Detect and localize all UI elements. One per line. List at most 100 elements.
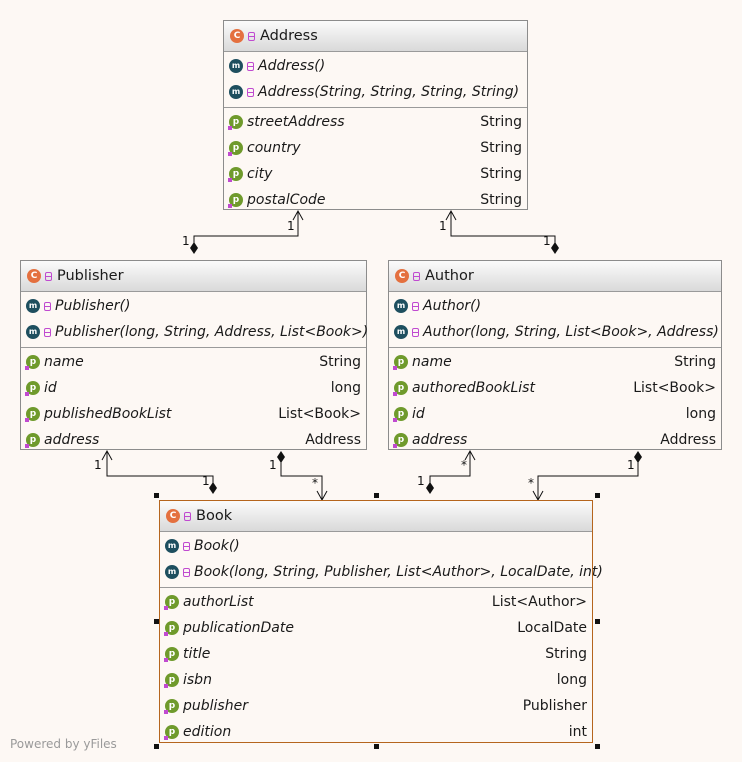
visibility-icon <box>247 87 254 97</box>
edge-book-publisher <box>106 452 214 493</box>
multiplicity-label: * <box>312 476 318 490</box>
multiplicity-label: * <box>461 458 467 472</box>
property-icon: p <box>164 595 179 610</box>
visibility-icon <box>44 301 51 311</box>
property-icon: p <box>164 647 179 662</box>
resize-handle-se[interactable] <box>595 744 600 749</box>
edge-publisher-book <box>280 458 323 499</box>
resize-handle-w[interactable] <box>154 619 159 624</box>
method-signature: Publisher(long, String, Address, List<Bo… <box>55 324 369 340</box>
property-icon: p <box>25 381 40 396</box>
field-type: long <box>330 380 361 396</box>
field-type: Address <box>660 432 716 448</box>
property-icon: p <box>393 407 408 422</box>
visibility-icon <box>247 61 254 71</box>
multiplicity-label: 1 <box>94 458 102 472</box>
resize-handle-nw[interactable] <box>154 493 159 498</box>
property-icon: p <box>164 621 179 636</box>
composition-diamond-publisher-bottom <box>277 451 285 463</box>
method-signature: Address(String, String, String, String) <box>258 84 520 100</box>
visibility-icon <box>44 327 51 337</box>
method-row[interactable]: m Address(String, String, String, String) <box>224 79 527 105</box>
resize-handle-ne[interactable] <box>595 493 600 498</box>
method-signature: Author(long, String, List<Book>, Address… <box>423 324 719 340</box>
visibility-icon <box>45 271 52 281</box>
field-type: String <box>480 140 522 156</box>
resize-handle-sw[interactable] <box>154 744 159 749</box>
field-type: LocalDate <box>517 620 587 636</box>
field-type: String <box>480 114 522 130</box>
visibility-icon <box>248 31 255 41</box>
property-icon: p <box>25 407 40 422</box>
class-name: Book <box>196 508 233 524</box>
field-name: id <box>412 406 425 422</box>
class-header: C Book <box>160 501 592 532</box>
method-icon: m <box>394 299 408 313</box>
edge-publisher-address <box>193 212 299 253</box>
field-name: address <box>44 432 100 448</box>
field-type: String <box>545 646 587 662</box>
field-type: long <box>556 672 587 688</box>
field-name: edition <box>183 724 232 740</box>
property-icon: p <box>164 725 179 740</box>
field-name: name <box>44 354 84 370</box>
field-name: title <box>183 646 211 662</box>
method-signature: Address() <box>258 58 326 74</box>
property-icon: p <box>393 381 408 396</box>
property-icon: p <box>228 167 243 182</box>
property-icon: p <box>164 673 179 688</box>
field-type: List<Book> <box>633 380 716 396</box>
multiplicity-label: 1 <box>439 219 447 233</box>
visibility-icon <box>413 271 420 281</box>
class-name: Author <box>425 268 474 284</box>
composition-diamond-author <box>551 242 559 254</box>
multiplicity-label: 1 <box>543 234 551 248</box>
resize-handle-e[interactable] <box>595 619 600 624</box>
method-signature: Book() <box>194 538 240 554</box>
field-name: id <box>44 380 57 396</box>
class-header: C Publisher <box>21 261 366 292</box>
visibility-icon <box>184 511 191 521</box>
resize-handle-n[interactable] <box>374 493 379 498</box>
field-name: publishedBookList <box>44 406 172 422</box>
method-icon: m <box>26 299 40 313</box>
method-icon: m <box>229 85 243 99</box>
field-type: long <box>685 406 716 422</box>
property-icon: p <box>228 141 243 156</box>
resize-handle-s[interactable] <box>374 744 379 749</box>
visibility-icon <box>183 567 190 577</box>
field-name: name <box>412 354 452 370</box>
arrowhead-address-left <box>292 209 304 221</box>
